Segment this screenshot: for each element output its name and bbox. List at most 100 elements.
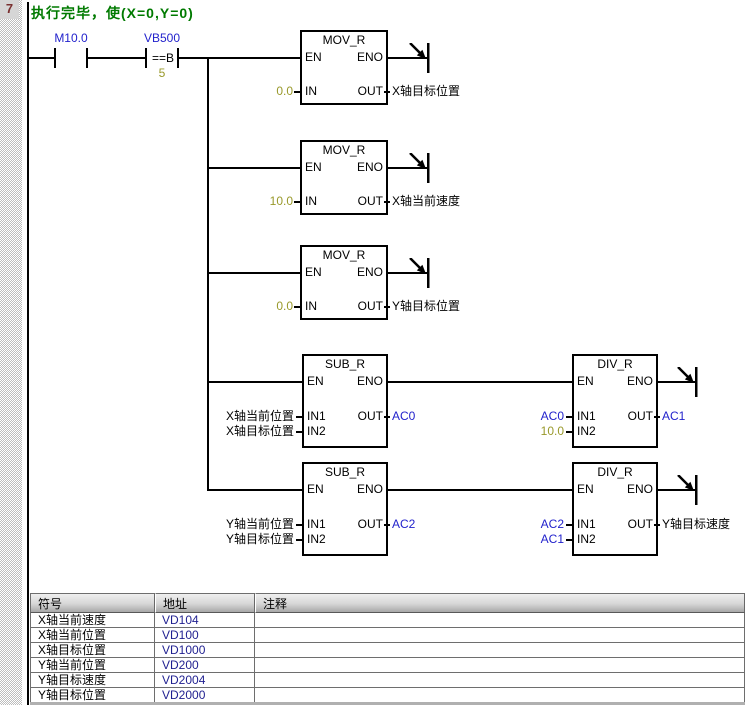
function-block-mov-r-2[interactable]: MOV_R EN ENO IN OUT xyxy=(300,140,388,215)
pin-out: OUT xyxy=(357,194,383,208)
block-out-operand[interactable]: AC1 xyxy=(662,409,686,423)
branch-wire xyxy=(207,57,209,491)
column-header-address[interactable]: 地址 xyxy=(155,593,255,613)
network-comment[interactable]: 执行完毕，使(X=0,Y=0) xyxy=(31,5,194,21)
pin-eno: ENO xyxy=(356,160,383,174)
pin-in2: IN2 xyxy=(577,532,596,546)
block-in-value[interactable]: 0.0 xyxy=(276,299,293,313)
block-title: SUB_R xyxy=(324,465,365,479)
block-in1-operand[interactable]: Y轴当前位置 xyxy=(225,517,294,531)
contact-operand[interactable]: M10.0 xyxy=(54,31,88,45)
network-margin xyxy=(0,0,22,705)
pin-stub xyxy=(384,91,390,93)
block-out-operand[interactable]: Y轴目标位置 xyxy=(392,299,461,313)
table-row: X轴当前速度 VD104 xyxy=(30,613,745,628)
contact-bar xyxy=(54,48,56,68)
block-title: MOV_R xyxy=(322,248,366,262)
block-title: DIV_R xyxy=(597,357,633,371)
wire xyxy=(207,381,302,383)
wire xyxy=(386,272,429,274)
pin-eno: ENO xyxy=(626,374,653,388)
pin-in2: IN2 xyxy=(307,424,326,438)
pin-en: EN xyxy=(577,374,594,388)
block-out-operand[interactable]: Y轴目标速度 xyxy=(662,517,731,531)
address-cell[interactable]: VD104 xyxy=(155,613,255,628)
function-block-mov-r-1[interactable]: MOV_R EN ENO IN OUT xyxy=(300,30,388,105)
address-cell[interactable]: VD200 xyxy=(155,658,255,673)
pin-stub xyxy=(384,524,390,526)
pin-stub xyxy=(296,431,302,433)
symbol-cell[interactable]: Y轴当前位置 xyxy=(30,658,155,673)
comment-cell[interactable] xyxy=(255,628,745,643)
block-title: MOV_R xyxy=(322,143,366,157)
symbol-cell[interactable]: X轴目标位置 xyxy=(30,643,155,658)
pin-stub xyxy=(654,416,660,418)
pin-eno: ENO xyxy=(356,482,383,496)
column-header-symbol[interactable]: 符号 xyxy=(30,593,155,613)
power-rail xyxy=(27,2,29,705)
pin-eno: ENO xyxy=(626,482,653,496)
wire xyxy=(207,272,300,274)
pin-in1: IN1 xyxy=(577,517,596,531)
symbol-cell[interactable]: Y轴目标速度 xyxy=(30,673,155,688)
block-in2-operand[interactable]: AC1 xyxy=(540,532,564,546)
pin-stub xyxy=(566,539,572,541)
pin-stub xyxy=(294,201,300,203)
block-in2-operand[interactable]: Y轴目标位置 xyxy=(225,532,294,546)
pin-stub xyxy=(296,416,302,418)
pin-out: OUT xyxy=(357,409,383,423)
pin-in1: IN1 xyxy=(307,409,326,423)
pin-en: EN xyxy=(307,482,324,496)
pin-stub xyxy=(296,539,302,541)
address-cell[interactable]: VD1000 xyxy=(155,643,255,658)
table-row: Y轴目标速度 VD2004 xyxy=(30,673,745,688)
function-block-div-r-x[interactable]: DIV_R EN ENO IN1 OUT IN2 xyxy=(572,354,658,448)
compare-value[interactable]: 5 xyxy=(158,66,166,80)
address-cell[interactable]: VD2004 xyxy=(155,673,255,688)
pin-eno: ENO xyxy=(356,374,383,388)
function-block-div-r-y[interactable]: DIV_R EN ENO IN1 OUT IN2 xyxy=(572,462,658,556)
function-block-sub-r-x[interactable]: SUB_R EN ENO IN1 OUT IN2 xyxy=(302,354,388,448)
block-in-value[interactable]: 0.0 xyxy=(276,84,293,98)
block-in1-operand[interactable]: AC0 xyxy=(540,409,564,423)
wire xyxy=(207,489,302,491)
column-header-comment[interactable]: 注释 xyxy=(255,593,745,613)
table-row: Y轴目标位置 VD2000 xyxy=(30,688,745,703)
comment-cell[interactable] xyxy=(255,658,745,673)
comment-cell[interactable] xyxy=(255,643,745,658)
symbol-cell[interactable]: X轴当前位置 xyxy=(30,628,155,643)
symbol-table-header-row: 符号 地址 注释 xyxy=(30,593,745,613)
block-out-operand[interactable]: X轴目标位置 xyxy=(392,84,461,98)
pin-en: EN xyxy=(577,482,594,496)
wire xyxy=(386,489,572,491)
block-in1-operand[interactable]: X轴当前位置 xyxy=(225,409,294,423)
pin-stub xyxy=(566,431,572,433)
address-cell[interactable]: VD2000 xyxy=(155,688,255,703)
comment-cell[interactable] xyxy=(255,613,745,628)
block-in2-value[interactable]: 10.0 xyxy=(540,424,564,438)
function-block-sub-r-y[interactable]: SUB_R EN ENO IN1 OUT IN2 xyxy=(302,462,388,556)
contact-operand[interactable]: VB500 xyxy=(143,31,181,45)
comment-cell[interactable] xyxy=(255,673,745,688)
block-in2-operand[interactable]: X轴目标位置 xyxy=(225,424,294,438)
open-arrow-icon xyxy=(677,367,698,397)
pin-eno: ENO xyxy=(356,50,383,64)
wire xyxy=(386,381,572,383)
address-cell[interactable]: VD100 xyxy=(155,628,255,643)
block-in1-operand[interactable]: AC2 xyxy=(540,517,564,531)
comment-cell[interactable] xyxy=(255,688,745,703)
block-out-operand[interactable]: X轴当前速度 xyxy=(392,194,461,208)
pin-in: IN xyxy=(305,299,317,313)
symbol-cell[interactable]: Y轴目标位置 xyxy=(30,688,155,703)
table-bottom-edge xyxy=(30,702,745,705)
contact-bar xyxy=(86,48,88,68)
open-arrow-icon xyxy=(409,258,430,288)
pin-en: EN xyxy=(305,265,322,279)
function-block-mov-r-3[interactable]: MOV_R EN ENO IN OUT xyxy=(300,245,388,320)
symbol-cell[interactable]: X轴当前速度 xyxy=(30,613,155,628)
block-out-operand[interactable]: AC2 xyxy=(392,517,416,531)
block-out-operand[interactable]: AC0 xyxy=(392,409,416,423)
table-row: Y轴当前位置 VD200 xyxy=(30,658,745,673)
block-in-value[interactable]: 10.0 xyxy=(269,194,293,208)
